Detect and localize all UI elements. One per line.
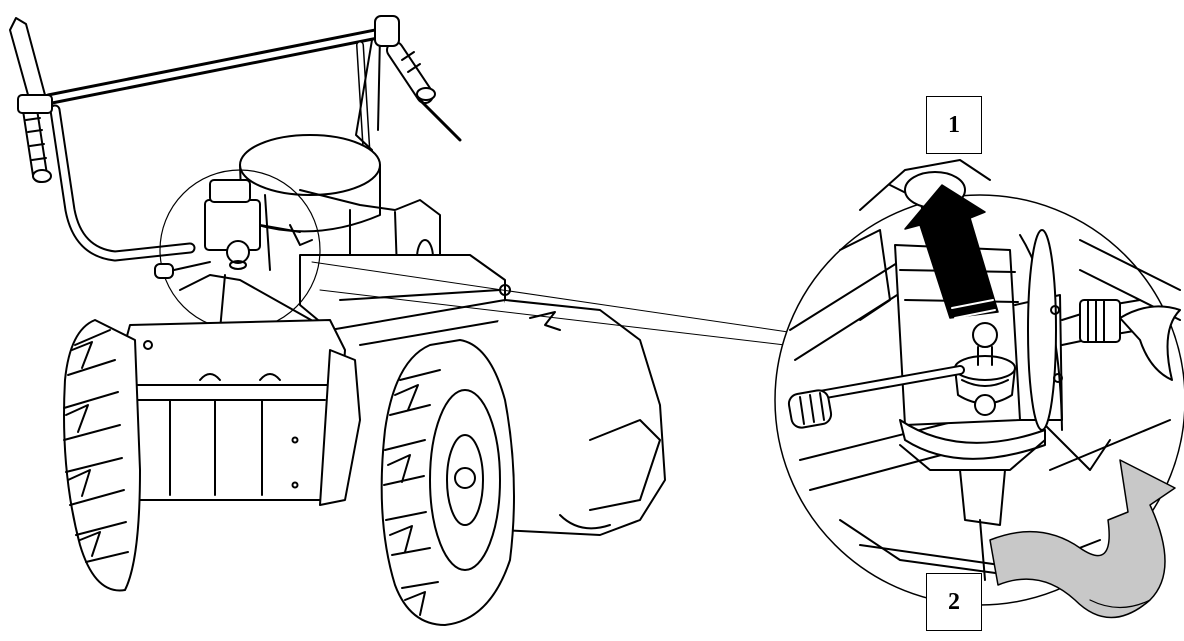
engine-housing: [239, 134, 441, 306]
front-cover: [114, 319, 346, 501]
left-grip: [9, 17, 53, 183]
handlebar: [46, 26, 390, 262]
callout-step-2: 2: [926, 573, 982, 631]
control-head: [154, 179, 321, 331]
arrow-up-icon: [904, 184, 999, 319]
callout-step-1: 1: [926, 96, 982, 154]
machine-illustration: [9, 15, 666, 626]
right-wheel: [319, 339, 515, 626]
rotate-arrow-icon: [989, 459, 1176, 619]
zoom-detail: [774, 159, 1184, 606]
left-wheel: [63, 319, 141, 592]
detail-connector-lines: [311, 261, 796, 346]
right-grip: [374, 15, 462, 142]
